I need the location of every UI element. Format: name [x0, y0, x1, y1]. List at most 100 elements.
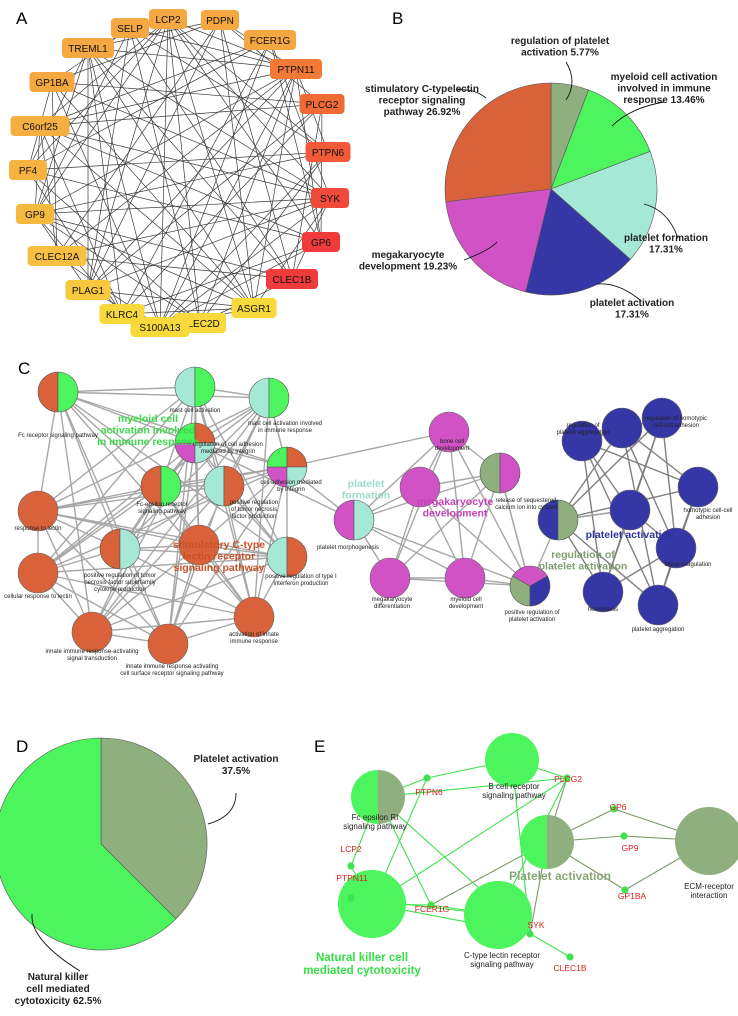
- cluster-label-line: stimulatory C-type: [173, 539, 265, 551]
- leader-line: [643, 203, 679, 239]
- cluster-label-line: Natural killer cell: [316, 952, 408, 964]
- pie-d-label-line: cytotoxicity 62.5%: [15, 996, 102, 1007]
- gene-label-gp9-line: GP9: [621, 843, 638, 853]
- gene-label-lcp2-line: LCP2: [340, 844, 362, 854]
- cluster-label-line: mediated cytotoxicity: [303, 965, 421, 977]
- gene-label: GP6: [311, 238, 331, 249]
- panel-c-enrichment-network: mast cell activation mast cell activation…: [4, 366, 733, 677]
- network-edge: [56, 68, 297, 257]
- network-edge: [27, 47, 89, 171]
- gene-node: [270, 59, 322, 79]
- term-label-line: mast cell activation: [170, 408, 221, 414]
- term-node: [428, 411, 470, 453]
- term-label-line: cell-cell adhesion: [653, 423, 699, 429]
- gene-node: [27, 246, 87, 266]
- network-edge: [56, 197, 331, 257]
- gene-label: CLEC12A: [35, 252, 80, 263]
- term-label-line: cytokine production: [94, 587, 146, 593]
- panel-label-b: B: [392, 9, 403, 28]
- gene-node: [610, 805, 618, 813]
- network-edge: [91, 544, 200, 633]
- cluster-label-line: formation: [342, 490, 390, 502]
- network-edge: [57, 391, 93, 633]
- network-edge: [51, 81, 161, 328]
- pie-b-label-line: 17.31%: [615, 310, 649, 321]
- term-node-sector: [223, 465, 245, 507]
- network-edge: [27, 151, 329, 171]
- network-edge: [27, 169, 322, 243]
- term-node: [399, 466, 441, 508]
- panel-label-e: E: [314, 737, 325, 756]
- network-edge: [51, 81, 331, 199]
- network-edge: [199, 68, 297, 324]
- network-edge: [194, 386, 288, 558]
- gene-label-gp1ba-line: GP1BA: [618, 891, 647, 901]
- gene-node: [311, 188, 349, 208]
- network-edge: [129, 27, 293, 280]
- gene-label-clec1b-line: CLEC1B: [553, 963, 586, 973]
- network-edge: [39, 125, 255, 309]
- term-node: [641, 397, 683, 439]
- term-label: platelet aggregation: [632, 627, 685, 633]
- term-node: [561, 420, 603, 462]
- network-edge: [286, 431, 450, 468]
- gene-node: [621, 886, 629, 894]
- term-node-sector: [286, 446, 308, 468]
- term-label-line: cell surface receptor signaling pathway: [120, 671, 223, 677]
- term-node: [369, 557, 411, 599]
- leader-line: [611, 101, 665, 127]
- network-edge: [37, 442, 196, 574]
- term-label-line: calcium ion into cytosol: [495, 505, 557, 511]
- term-node-sector: [37, 371, 59, 413]
- network-edge: [581, 440, 699, 488]
- term-node: [17, 552, 59, 594]
- network-edge: [121, 103, 323, 315]
- network-edge: [51, 81, 58, 257]
- term-label-line: homotypic cell-cell: [683, 508, 732, 514]
- network-edge: [57, 391, 169, 645]
- network-edge: [34, 213, 201, 324]
- network-edge: [27, 169, 201, 324]
- pathway-node-sector: [351, 770, 378, 824]
- leader-line: [463, 241, 498, 261]
- gene-label-ptpn11: PTPN11: [336, 873, 368, 883]
- network-edge: [57, 391, 121, 550]
- pie-b-label-line: receptor signaling: [379, 96, 466, 107]
- network-edge: [39, 125, 58, 257]
- term-label-line: development: [449, 604, 484, 610]
- cluster-label-line: activation involved: [101, 425, 196, 437]
- term-node-sector: [266, 446, 288, 468]
- term-label-line: interferon production: [273, 581, 328, 587]
- term-node-sector: [499, 452, 521, 494]
- network-edge: [87, 47, 255, 309]
- term-node-sector: [194, 422, 216, 444]
- gene-label: CLEC1B: [273, 275, 312, 286]
- network-edge: [91, 442, 196, 633]
- pathway-label-line: Fc epsilon RI: [352, 813, 399, 822]
- term-label-line: release of sequestered: [495, 498, 556, 504]
- term-label-line: development: [435, 446, 470, 452]
- network-edge: [87, 47, 123, 315]
- term-node-sector: [194, 366, 216, 408]
- network-edge: [57, 391, 196, 444]
- network-edge: [167, 466, 288, 645]
- pie-b-label-line: regulation of platelet: [511, 36, 610, 47]
- pie-d-label-line: Natural killer: [28, 972, 89, 983]
- term-node-sector: [537, 499, 559, 541]
- gene-node: [65, 280, 111, 300]
- term-node: [637, 584, 679, 626]
- term-label: mast cell activation: [170, 408, 221, 414]
- network-edge: [353, 431, 450, 521]
- network-edge: [119, 397, 270, 550]
- cluster-label: platelet activation: [586, 529, 675, 541]
